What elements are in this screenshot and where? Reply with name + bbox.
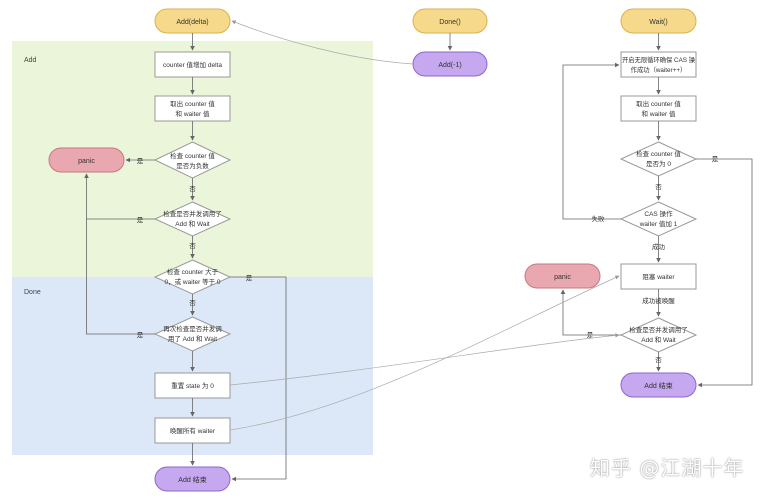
decision-cas-op: CAS 操作 waiter 值加 1 [619,201,698,237]
edge-label-yes: 是 [137,157,144,165]
decision-check-counter-waiter-line1: 检查 counter 大于 [167,267,219,276]
edge-label-yes: 是 [587,331,594,339]
node-add-end-left-text: Add 结束 [178,475,206,484]
node-read-counter-waiter: 取出 counter 值 和 waiter 值 [154,95,231,122]
edge [86,219,155,335]
node-read-counter-waiter-line1: 取出 counter 值 [170,99,215,108]
edge [560,289,621,336]
node-reset-state: 重置 state 为 0 [154,372,231,399]
node-wait-read-counter-waiter: 取出 counter 值 和 waiter 值 [620,95,697,122]
node-cas-loop-line1: 开启无限循环确保 CAS 操 [622,55,696,64]
node-panic-left-text: panic [78,158,95,165]
node-counter-add-delta-text: counter 值增加 delta [163,60,222,69]
edge [696,158,753,388]
node-panic-right: panic [524,263,601,289]
node-wake-waiters: 唤醒所有 waiter [154,417,231,444]
decision-cas-op-line2: waiter 值加 1 [639,219,678,228]
node-cas-loop-line2: 作成功（waiter++） [631,65,687,74]
node-wait-end: Add 结束 [620,372,697,398]
edge-reset-to-concurrent-check [229,333,620,386]
node-counter-add-delta: counter 值增加 delta [154,51,231,78]
edge-label-yes: 是 [246,274,253,282]
node-add-delta: Add(delta) [154,8,231,34]
decision-wait-check-counter-zero: 检查 counter 值 是否为 0 [619,141,698,177]
decision-wait-check-zero-line2: 是否为 0 [646,159,671,168]
edge [230,276,287,482]
edge-label-yes: 是 [712,155,719,163]
node-wait: Wait() [620,8,697,34]
node-cas-loop: 开启无限循环确保 CAS 操 作成功（waiter++） [620,51,697,78]
edge-label-woken: 成功被唤醒 [642,296,675,305]
node-add-minus-one-text: Add(-1) [438,62,461,69]
edge [562,62,621,220]
edge-label-success: 成功 [652,242,666,251]
node-done: Done() [412,8,488,34]
decision-check-concurrent-line2: Add 和 Wait [175,219,210,228]
edge-label-fail: 失败 [592,214,606,223]
node-reset-state-text: 重置 state 为 0 [171,381,214,390]
decision-check-counter-negative-line1: 检查 counter 值 [170,151,215,160]
edge-label-no: 否 [189,185,196,193]
decision-recheck-concurrent-line2: 用了 Add 和 Wait [168,334,217,343]
node-done-text: Done() [439,19,460,26]
edge-label-yes: 是 [137,331,144,339]
done-region-label: Done [24,289,41,296]
decision-check-counter-negative-line2: 是否为负数 [176,161,209,170]
node-add-minus-one: Add(-1) [412,51,488,77]
watermark: 知乎 @江湖十年 [590,456,745,480]
node-block-waiter: 阻塞 waiter [620,263,697,290]
edge-label-no: 否 [189,242,196,250]
node-wait-end-text: Add 结束 [644,381,672,390]
node-block-waiter-text: 阻塞 waiter [642,272,675,281]
node-add-delta-text: Add(delta) [176,19,208,26]
decision-check-concurrent-line1: 检查是否并发调用了 [163,209,222,218]
edge-label-no: 否 [655,183,662,191]
edge-label-no: 否 [655,356,662,364]
node-wake-waiters-text: 唤醒所有 waiter [170,426,216,435]
edge-label-yes: 是 [137,216,144,224]
node-panic-right-text: panic [554,274,571,281]
node-panic-left: panic [48,147,125,173]
add-region-label: Add [24,57,37,64]
decision-wait-check-zero-line1: 检查 counter 值 [636,149,681,158]
node-read-counter-waiter-line2: 和 waiter 值 [176,109,210,118]
edge-label-no: 否 [189,299,196,307]
node-wait-read-line2: 和 waiter 值 [642,109,676,118]
edge-call-add [231,20,414,65]
decision-wait-check-concurrent: 检查是否并发调用了 Add 和 Wait [619,317,698,353]
decision-wait-check-concurrent-line1: 检查是否并发调用了 [629,325,688,334]
decision-cas-op-line1: CAS 操作 [644,209,673,218]
edge-wake-to-block [229,275,620,431]
node-wait-text: Wait() [649,19,667,26]
decision-wait-check-concurrent-line2: Add 和 Wait [641,335,676,344]
node-wait-read-line1: 取出 counter 值 [636,99,681,108]
node-add-end-left: Add 结束 [154,466,231,492]
decision-check-counter-waiter-line2: 0，或 waiter 等于 0 [165,277,221,286]
decision-recheck-concurrent-line1: 再次检查是否并发调 [163,324,222,333]
